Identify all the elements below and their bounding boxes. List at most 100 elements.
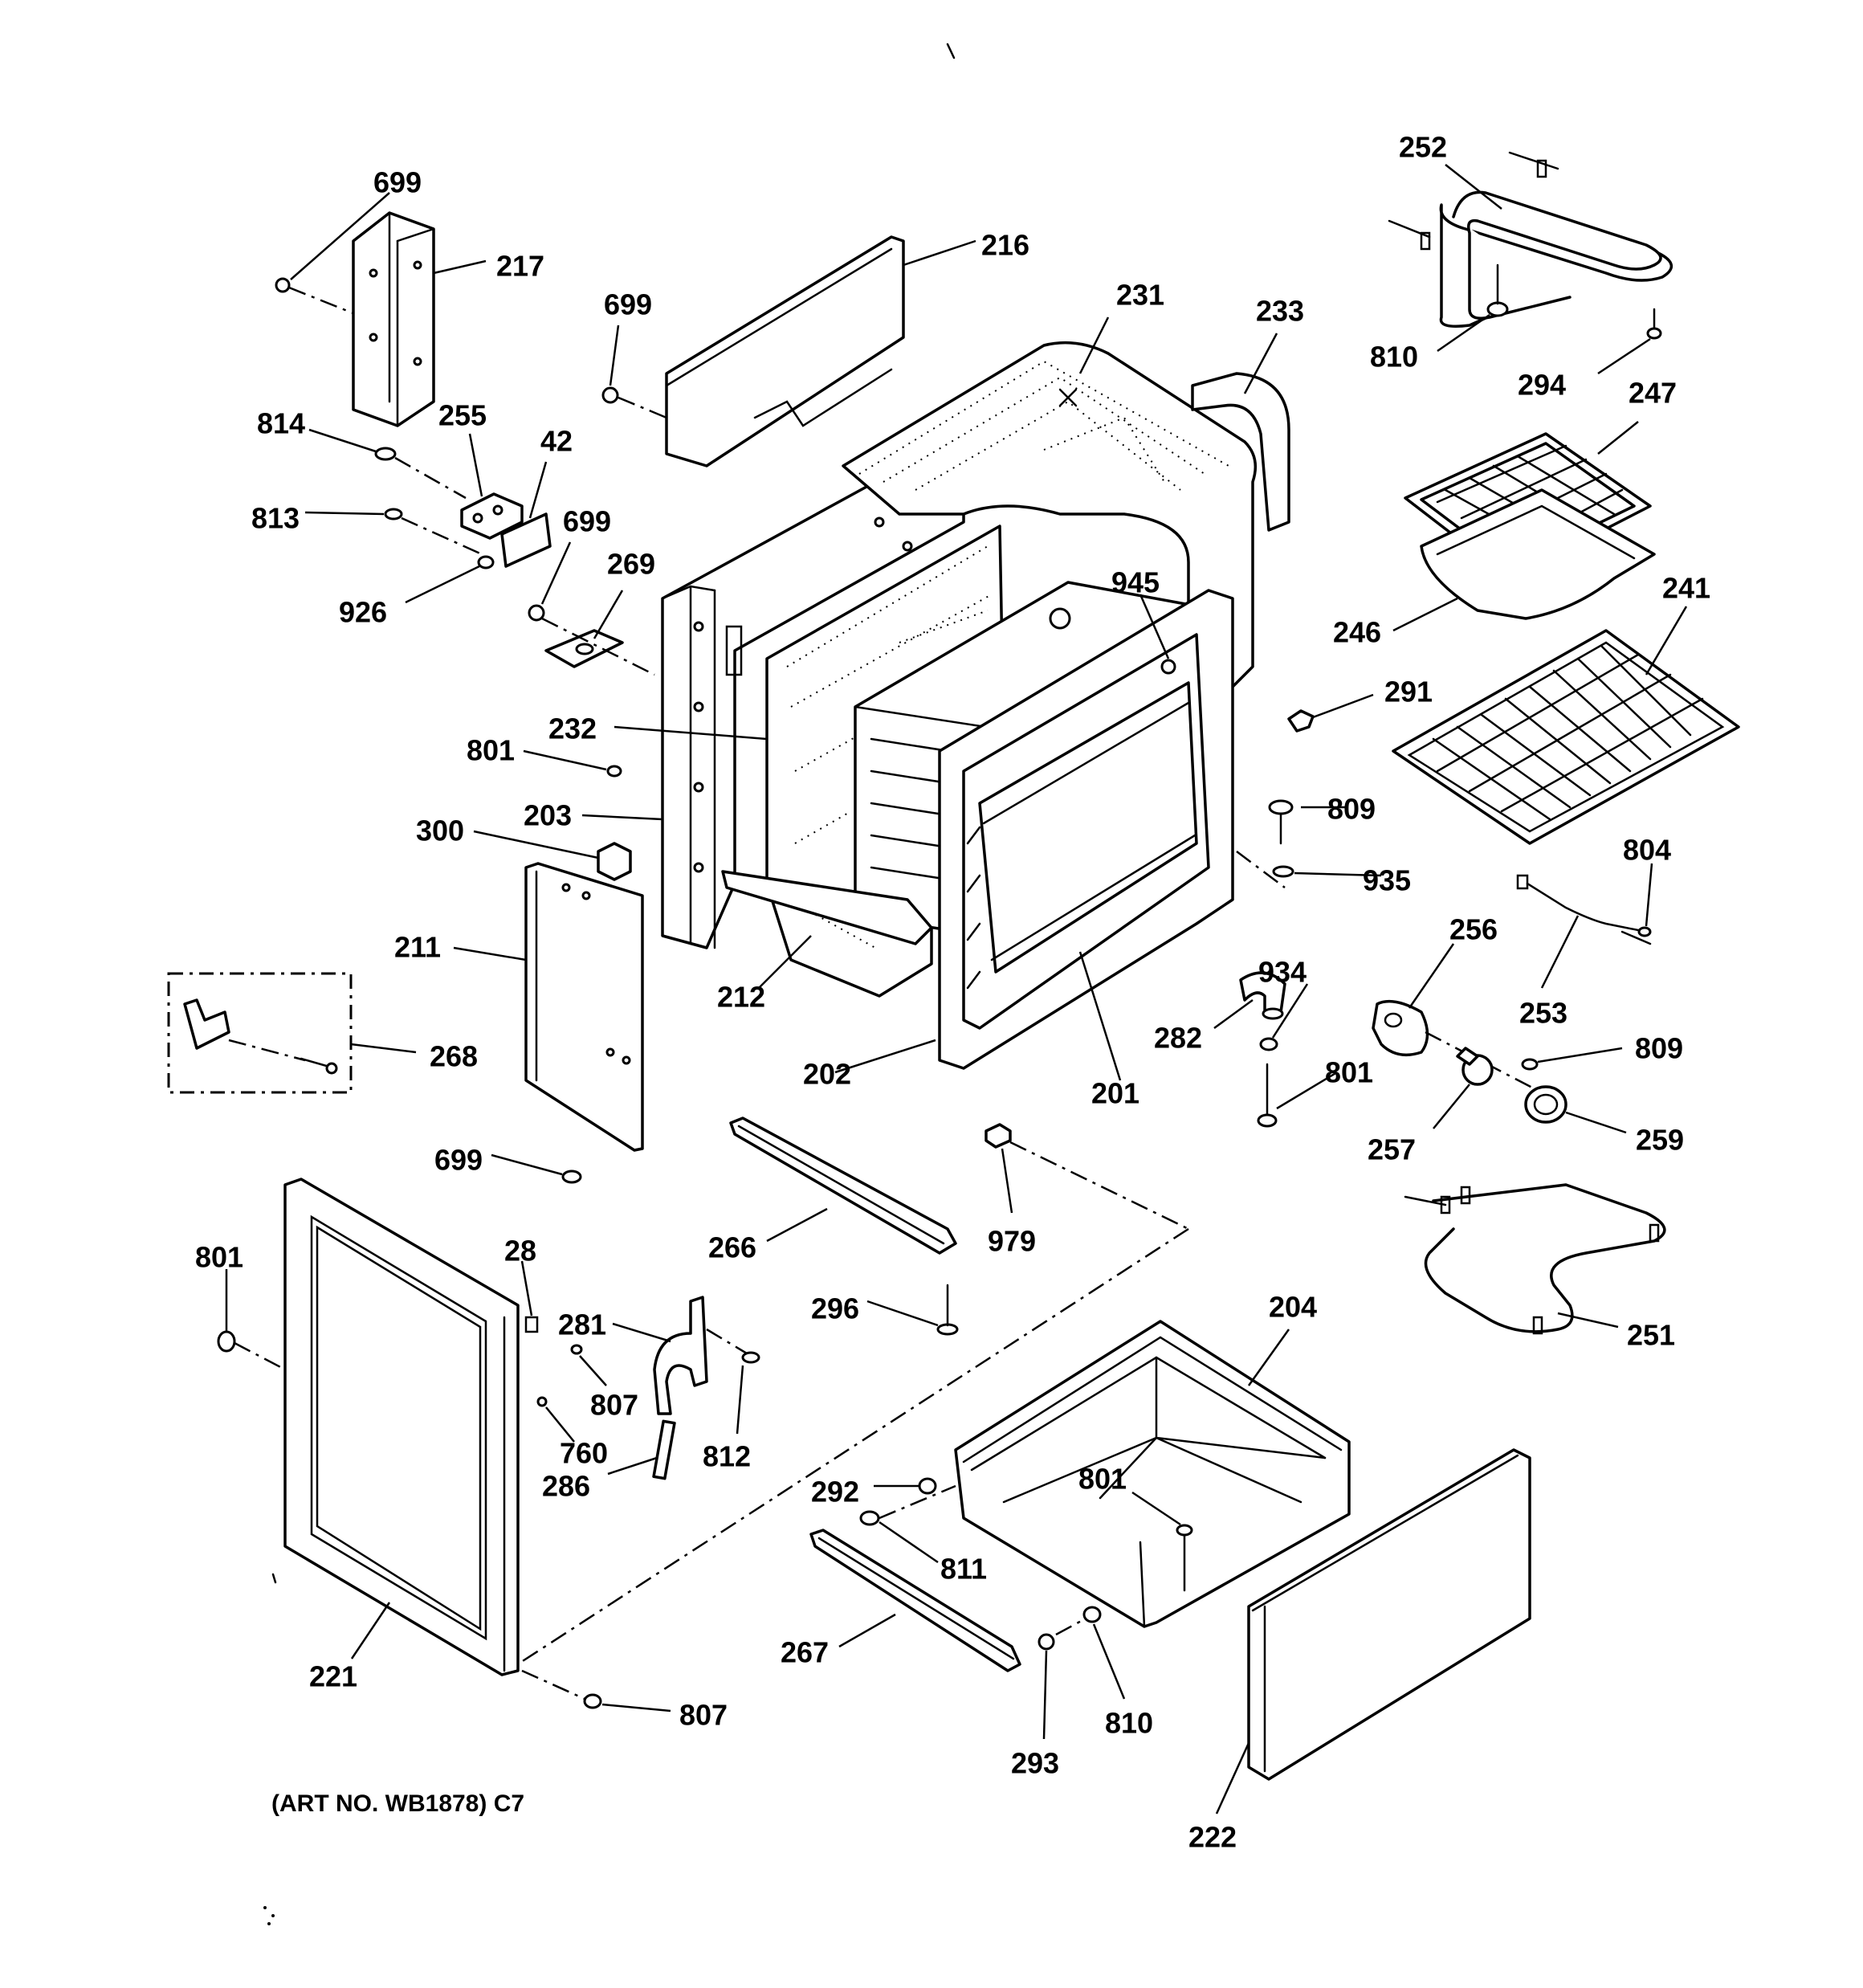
part-269-bracket (544, 590, 624, 668)
screw-813 (304, 508, 483, 556)
callout-292: 292 (811, 1476, 859, 1508)
screw-801-right (1257, 1063, 1338, 1128)
part-212-bottom-panel (721, 870, 933, 989)
washer-926 (405, 555, 495, 604)
screw-810-drawer (1055, 1606, 1126, 1700)
part-246-broil-pan (1392, 488, 1656, 632)
part-211-rear-panel (453, 862, 644, 1152)
callout-813: 813 (251, 502, 300, 535)
callout-28: 28 (504, 1235, 536, 1268)
callout-257: 257 (1368, 1133, 1416, 1166)
callout-926: 926 (339, 596, 387, 629)
clip-979 (984, 1123, 1013, 1214)
part-231-oven-top-housing (842, 316, 1258, 700)
callout-699: 699 (373, 166, 422, 199)
part-255-terminal-block (460, 433, 524, 540)
part-268-anti-tip-bracket-box (167, 972, 417, 1094)
callout-699: 699 (563, 505, 611, 538)
callout-252: 252 (1399, 131, 1447, 164)
callout-935: 935 (1363, 864, 1411, 897)
callout-286: 286 (542, 1470, 590, 1503)
leveling-leg-296 (866, 1284, 959, 1336)
callout-221: 221 (309, 1660, 357, 1693)
part-266-rail (729, 1116, 957, 1255)
callout-801: 801 (1078, 1463, 1127, 1496)
callout-699: 699 (434, 1144, 483, 1177)
callout-801: 801 (467, 734, 515, 767)
part-291-lamp-socket (1287, 693, 1374, 733)
screw-699-216 (601, 325, 667, 419)
part-221-oven-door (283, 1178, 520, 1676)
callout-699: 699 (604, 288, 652, 321)
part-286-hinge-pin (607, 1419, 676, 1480)
screw-807-door-bottom (521, 1669, 671, 1712)
callout-812: 812 (703, 1440, 751, 1473)
callout-760: 760 (560, 1437, 608, 1470)
callout-804: 804 (1623, 834, 1671, 867)
callout-979: 979 (988, 1225, 1036, 1258)
part-42-plate (500, 461, 552, 568)
callout-807: 807 (679, 1699, 728, 1732)
nut-293 (1037, 1633, 1055, 1740)
callout-42: 42 (540, 425, 573, 458)
callout-810: 810 (1370, 341, 1418, 374)
part-28-hinge-clip (520, 1260, 539, 1333)
part-267-drawer-rail (809, 1529, 1021, 1672)
callout-945: 945 (1111, 566, 1160, 599)
screw-801-cabinet (523, 749, 622, 778)
callout-231: 231 (1116, 279, 1164, 312)
screw-699-269 (528, 541, 655, 676)
callout-296: 296 (811, 1292, 859, 1325)
callout-241: 241 (1662, 572, 1710, 605)
callout-222: 222 (1188, 1821, 1237, 1854)
screw-809-lower (1521, 1047, 1623, 1071)
callout-217: 217 (496, 250, 544, 283)
callout-300: 300 (416, 814, 464, 847)
callout-259: 259 (1636, 1124, 1684, 1157)
part-204-storage-drawer (954, 1320, 1351, 1628)
callout-801: 801 (1325, 1056, 1373, 1089)
callout-233: 233 (1256, 295, 1304, 328)
part-253-oven-sensor (1516, 874, 1652, 989)
callout-266: 266 (708, 1231, 756, 1264)
part-233-vent-duct (1191, 333, 1290, 532)
callout-246: 246 (1333, 616, 1381, 649)
screw-812 (736, 1351, 760, 1435)
part-241-oven-rack (1392, 606, 1740, 845)
callout-811: 811 (940, 1553, 987, 1586)
screw-801-drawer (1131, 1491, 1193, 1592)
nut-292 (874, 1477, 937, 1495)
nut-935 (1272, 865, 1382, 878)
part-282-elbow (1213, 971, 1286, 1030)
part-216-rear-top-panel (665, 235, 905, 467)
callout-203: 203 (524, 799, 572, 832)
callout-201: 201 (1091, 1077, 1139, 1110)
part-217-side-bracket (352, 211, 435, 427)
callout-801: 801 (195, 1241, 243, 1274)
callout-814: 814 (257, 407, 305, 440)
scan-speck-marks (263, 43, 956, 1925)
screw-294 (1597, 308, 1662, 375)
callout-269: 269 (607, 548, 655, 581)
screw-699-lower (491, 1153, 582, 1184)
art-number-caption: (ART NO. WB1878) C7 (271, 1790, 524, 1817)
screw-814 (308, 428, 467, 500)
callout-807: 807 (590, 1389, 638, 1422)
callout-232: 232 (548, 712, 597, 745)
screw-811 (859, 1484, 956, 1564)
callout-293: 293 (1011, 1747, 1059, 1780)
callout-211: 211 (394, 931, 441, 964)
screw-804 (1637, 863, 1653, 937)
callout-810: 810 (1105, 1707, 1153, 1740)
callout-255: 255 (438, 399, 487, 432)
callout-216: 216 (981, 229, 1029, 262)
part-202-front-frame (938, 589, 1234, 1070)
callout-934: 934 (1258, 956, 1307, 989)
part-252-broil-element (1388, 151, 1673, 328)
callout-281: 281 (558, 1308, 606, 1341)
callout-291: 291 (1384, 676, 1433, 708)
screw-807-hinge (570, 1344, 607, 1386)
screw-760 (536, 1396, 575, 1443)
callout-809: 809 (1327, 793, 1376, 826)
